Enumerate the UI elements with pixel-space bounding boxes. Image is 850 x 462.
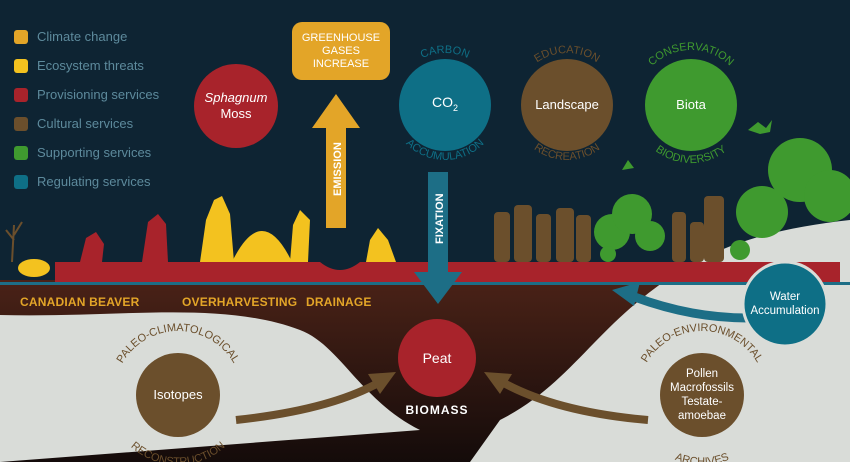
dead-trees	[5, 221, 23, 263]
cultural-silhouettes	[494, 196, 724, 262]
sphagnum-line2: Moss	[220, 106, 252, 121]
water-label: Water Accumulation	[743, 262, 827, 346]
biomass-label: BIOMASS	[405, 403, 468, 417]
archives-circle	[660, 353, 744, 437]
legend-swatch	[14, 145, 28, 160]
greenhouse-box: GREENHOUSE GASES INCREASE	[292, 22, 390, 80]
legend-label: Regulating services	[37, 174, 151, 189]
bird-small	[622, 160, 634, 170]
water-line1: Water	[769, 291, 801, 303]
archives-arrowhead	[484, 372, 512, 394]
legend-label: Provisioning services	[37, 87, 160, 102]
water-line2: Accumulation	[750, 305, 820, 317]
archives-arrow	[500, 378, 649, 424]
biota-label: Biota	[645, 59, 737, 151]
isotopes-arrow	[235, 378, 382, 424]
isotopes-label: Isotopes	[136, 353, 220, 437]
peat-circle	[398, 319, 476, 397]
archives-line1: Pollen	[686, 368, 718, 380]
greenhouse-line2: GASES	[322, 44, 360, 57]
water-arrow	[630, 291, 749, 323]
legend-swatch	[14, 174, 28, 189]
peat-label: Peat	[398, 319, 476, 397]
drainage-label: DRAINAGE	[306, 295, 372, 309]
legend-swatch	[14, 87, 28, 102]
isotopes-text: Isotopes	[153, 387, 203, 402]
provisioning-silhouettes	[80, 214, 168, 262]
legend-item-climate: Climate change	[14, 22, 159, 51]
greenhouse-line3: INCREASE	[312, 57, 370, 70]
peat-text: Peat	[422, 350, 452, 366]
sphagnum-line1: Sphagnum	[204, 90, 268, 105]
isotopes-arrowhead	[368, 372, 396, 394]
legend-label: Supporting services	[37, 145, 152, 160]
archives-arc-bottom: ARCHIVES	[674, 451, 731, 462]
legend-item-cultural: Cultural services	[14, 109, 159, 138]
legend-label: Cultural services	[37, 116, 134, 131]
co2-arc-top: CARBON	[419, 44, 471, 61]
archives-line2: Macrofossils	[670, 382, 734, 394]
legend-swatch	[14, 29, 28, 44]
greenhouse-line1: GREENHOUSE	[301, 31, 381, 44]
legend-item-threats: Ecosystem threats	[14, 51, 159, 80]
legend-swatch	[14, 116, 28, 131]
landscape-label: Landscape	[521, 59, 613, 151]
co2-subscript: 2	[452, 102, 458, 113]
legend: Climate change Ecosystem threats Provisi…	[14, 22, 159, 196]
fixation-arrow	[414, 172, 462, 304]
emission-label: EMISSION	[332, 142, 344, 196]
archives-line3: Testate-	[681, 396, 723, 408]
legend-label: Ecosystem threats	[37, 58, 144, 73]
biota-text: Biota	[676, 97, 706, 112]
legend-swatch	[14, 58, 28, 73]
biota-circle	[645, 59, 737, 151]
emission-arrow	[312, 94, 360, 228]
legend-item-supporting: Supporting services	[14, 138, 159, 167]
co2-text: CO	[431, 94, 453, 111]
fixation-label: FIXATION	[434, 193, 446, 244]
water-circle	[741, 260, 829, 348]
water-arrowhead	[612, 282, 640, 306]
archives-label: Pollen Macrofossils Testate- amoebae	[660, 353, 744, 437]
landscape-text: Landscape	[535, 97, 599, 112]
isotopes-circle	[136, 353, 220, 437]
threat-silhouettes	[18, 196, 396, 277]
legend-item-provisioning: Provisioning services	[14, 80, 159, 109]
landscape-circle	[521, 59, 613, 151]
overharvesting-label: OVERHARVESTING	[182, 295, 298, 309]
beaver-label: CANADIAN BEAVER	[20, 295, 140, 309]
legend-label: Climate change	[37, 29, 128, 44]
bird	[748, 120, 772, 134]
sphagnum-circle	[194, 64, 278, 148]
co2-circle	[399, 59, 491, 151]
co2-label: CO2	[399, 59, 491, 151]
trees	[594, 138, 850, 262]
archives-line4: amoebae	[678, 410, 726, 422]
legend-item-regulating: Regulating services	[14, 167, 159, 196]
